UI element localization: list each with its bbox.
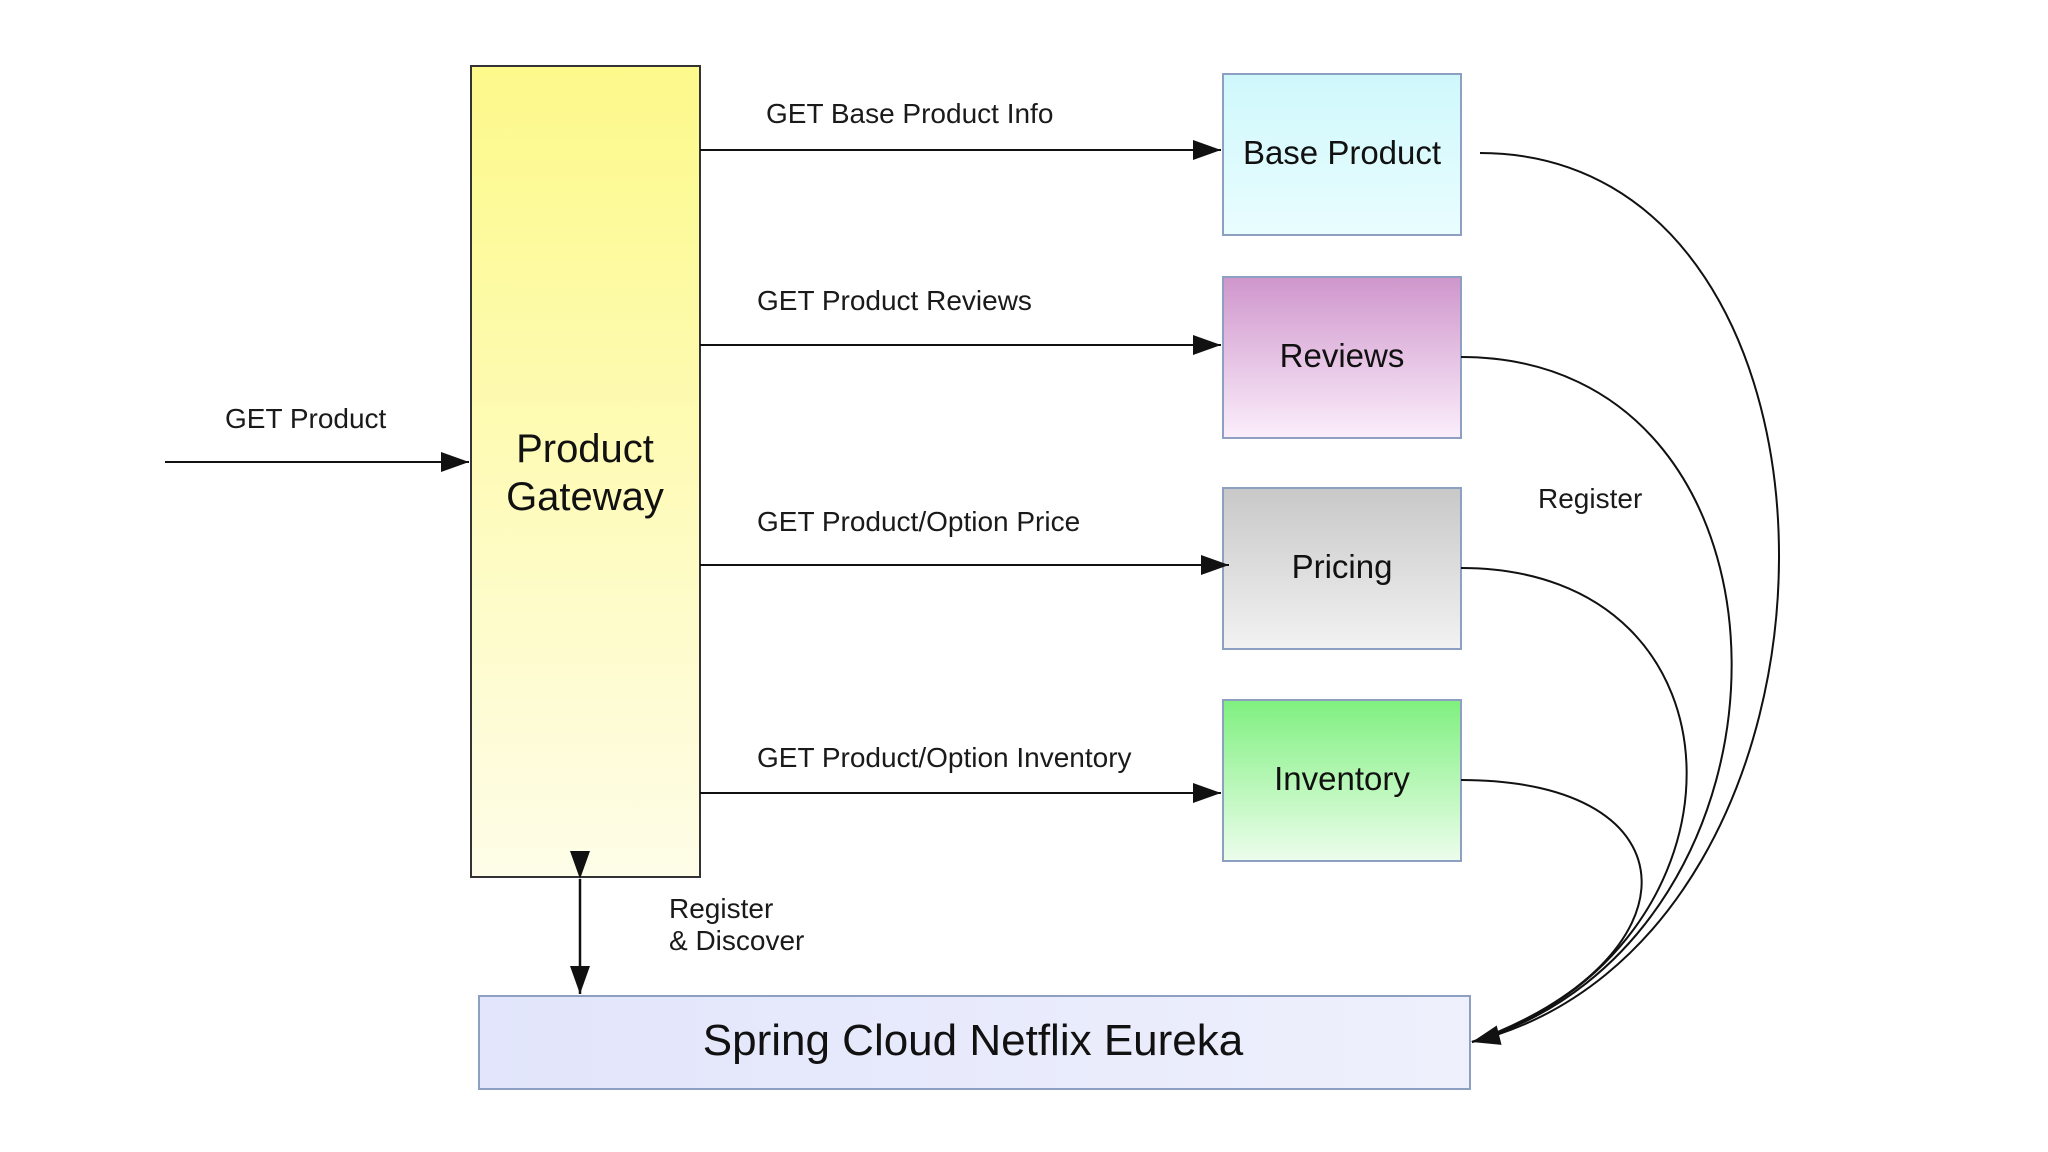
get-product-label: GET Product — [225, 403, 387, 434]
get-product-option-price-label: GET Product/Option Price — [757, 506, 1080, 537]
pricing-node: Pricing — [1222, 487, 1462, 650]
get-base-product-info-edge: GET Base Product Info — [700, 98, 1221, 160]
get-product-edge: GET Product — [165, 403, 469, 472]
inventory-register-curve — [1460, 779, 1643, 1043]
reviews-node: Reviews — [1222, 276, 1462, 439]
register-discover-label-line1: Register — [669, 893, 773, 924]
get-product-option-price-edge: GET Product/Option Price — [700, 506, 1229, 575]
get-product-option-inventory-label: GET Product/Option Inventory — [757, 742, 1132, 773]
base-product-node: Base Product — [1222, 73, 1462, 236]
eureka-box — [478, 995, 1471, 1090]
product-gateway-label-line1: Product — [516, 427, 654, 471]
get-base-product-info-label: GET Base Product Info — [766, 98, 1053, 129]
pricing-register-curve — [1460, 567, 1688, 1043]
reviews-label: Reviews — [1280, 337, 1405, 374]
inventory-label: Inventory — [1274, 760, 1410, 797]
reviews-register-curve — [1460, 356, 1733, 1043]
get-product-option-inventory-edge: GET Product/Option Inventory — [700, 742, 1221, 803]
eureka-label: Spring Cloud Netflix Eureka — [703, 1016, 1244, 1065]
get-product-reviews-edge: GET Product Reviews — [700, 285, 1221, 355]
pricing-box — [1222, 487, 1462, 650]
get-product-reviews-label: GET Product Reviews — [757, 285, 1032, 316]
base-product-box — [1222, 73, 1462, 236]
inventory-node: Inventory — [1222, 699, 1462, 862]
register-label: Register — [1538, 483, 1642, 514]
reviews-box — [1222, 276, 1462, 439]
pricing-label: Pricing — [1292, 548, 1393, 585]
product-gateway-label-line2: Gateway — [506, 475, 664, 519]
base-product-register-curve — [1471, 152, 1780, 1045]
register-discover-edge: Register & Discover — [570, 851, 804, 994]
product-gateway-box — [470, 65, 701, 878]
register-edges: Register — [1460, 152, 1780, 1045]
register-discover-label-line2: & Discover — [669, 925, 804, 956]
base-product-label: Base Product — [1243, 134, 1441, 171]
product-gateway-node: Product Gateway — [470, 65, 701, 878]
eureka-node: Spring Cloud Netflix Eureka — [478, 995, 1471, 1090]
